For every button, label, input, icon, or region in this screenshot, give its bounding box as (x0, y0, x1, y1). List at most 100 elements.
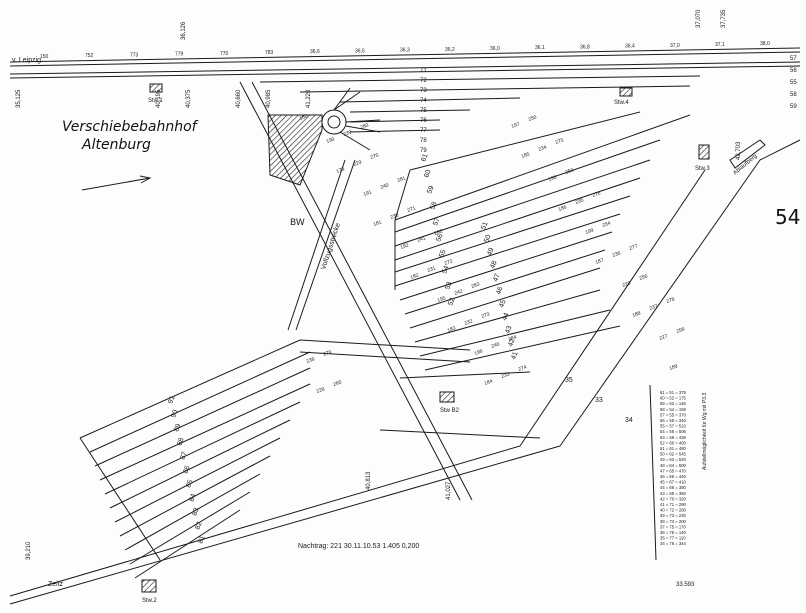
switch-number: 256 (639, 273, 649, 282)
switch-number: 197 (511, 121, 521, 130)
switch-number: 276 (592, 190, 602, 199)
title-line-2: Altenburg (82, 137, 151, 153)
switch-number: 279 (323, 349, 333, 358)
hump-shape (729, 139, 766, 169)
mid-track-number: 34 (625, 417, 633, 424)
km-marker: 42,703 (736, 141, 742, 160)
switch-number: 186 (558, 204, 568, 213)
switch-number: 241 (417, 235, 427, 244)
mainline-mark: 36,6 (310, 49, 320, 55)
km-marker: 41,220 (306, 89, 312, 108)
legend-row: 41 = 71 = 290 (660, 502, 687, 507)
crossing-line-b (251, 81, 473, 501)
station-track-number: 77 (420, 128, 427, 134)
legend-row: 49 = 63 = 520 (660, 457, 687, 462)
switch-number: 272 (444, 258, 454, 267)
right-track-number: 55 (790, 80, 797, 86)
yard-track-number: 60 (423, 169, 432, 179)
turntable (267, 87, 381, 186)
station-track-number: 75 (420, 108, 427, 114)
mainline-mark: 779 (175, 52, 184, 58)
legend-row: 42 = 70 = 320 (660, 496, 687, 501)
km-marker: 40,195 (156, 89, 162, 108)
switch-number: 232 (464, 318, 474, 327)
switch-number: 228 (316, 386, 326, 395)
switch-number: 258 (676, 326, 686, 335)
switch-number: 230 (390, 212, 400, 221)
upper-yard-fan (394, 111, 691, 371)
switch-number: 235 (575, 197, 585, 206)
yard-track-number: 41 (510, 351, 519, 361)
switch-number: 184 (484, 378, 494, 387)
main-line-upper-2 (9, 51, 801, 67)
page-number: 54 (775, 205, 801, 229)
yard-track-number: 61 (420, 153, 429, 163)
station-track-number: 72 (420, 78, 427, 84)
main-line-upper (9, 47, 801, 63)
legend-row: 44 = 68 = 380 (660, 485, 687, 490)
legend-row: 50 = 62 = 545 (660, 452, 687, 457)
bw-label: BW (290, 218, 305, 228)
switch-number: 277 (629, 243, 639, 252)
switch-number: 237 (649, 303, 659, 312)
leipzig-label: v. Leipzig (12, 57, 41, 64)
yard-track-number: 46 (495, 286, 504, 296)
switch-number: 189 (669, 363, 679, 372)
mainline-mark: 36,0 (490, 46, 500, 52)
yard-track-number: 56 (435, 233, 444, 243)
switch-number: 183 (447, 325, 457, 334)
yard-track-number: 54 (441, 265, 450, 275)
switch-number: 233 (501, 371, 511, 380)
stw2-box (141, 579, 157, 593)
switch-number: 180 (299, 113, 309, 122)
km-marker: 40,985 (266, 89, 272, 108)
switch-number: 260 (333, 379, 343, 388)
title-line-1: Verschiebebahnhof (62, 119, 197, 135)
yard-track-number: 49 (486, 247, 495, 257)
legend-row: 58 = 54 = 158 (660, 407, 687, 412)
station-track-number: 76 (420, 118, 427, 124)
legend-row: 43 = 69 = 350 (660, 491, 687, 496)
mainline-mark: 36,3 (400, 48, 410, 54)
switch-number: 226 (622, 280, 632, 289)
legend-row: 37 = 75 = 170 (660, 524, 687, 529)
mainline-mark: 770 (220, 51, 229, 57)
legend-row: 48 = 64 = 500 (660, 463, 687, 468)
legend-row: 55 = 57 = 510 (660, 424, 687, 429)
main-line-lower-2 (9, 65, 801, 79)
km-marker: 37,735 (721, 9, 727, 28)
switch-number: 283 (471, 281, 481, 290)
yard-track-number: 47 (492, 273, 501, 283)
km-marker: 39,210 (26, 541, 32, 560)
yard-track-number: 59 (426, 185, 435, 195)
legend-row: 34 = 78 = 344 (660, 541, 687, 546)
switch-number: 192 (400, 242, 410, 251)
north-arrow-icon (81, 175, 152, 191)
main-east-a (559, 159, 761, 447)
switch-number: 229 (353, 159, 363, 168)
switch-number: 185 (521, 151, 531, 160)
legend-row: 51 = 61 = 480 (660, 446, 687, 451)
lower-yard-track-number: 83 (191, 507, 200, 517)
yard-track-number: 42 (507, 338, 516, 348)
switch-number: 253 (565, 167, 575, 176)
signal-box-label: Stw.1 (148, 98, 163, 104)
switch-number: 227 (659, 333, 669, 342)
switch-number: 246 (491, 341, 501, 350)
km-marker: 40,660 (236, 89, 242, 108)
mainline-mark: 37,0 (670, 43, 680, 49)
lower-yard-track-number: 91 (167, 395, 176, 405)
switch-number: 280 (360, 122, 370, 131)
legend-row: 52 = 60 = 400 (660, 440, 687, 445)
legend-row: 53 = 59 = 436 (660, 435, 687, 440)
lower-yard-track-number: 88 (176, 437, 185, 447)
switch-number: 242 (454, 288, 464, 297)
legend-row: 47 = 65 = 470 (660, 468, 687, 473)
lower-yard (79, 339, 311, 579)
legend-row: 45 = 67 = 410 (660, 480, 687, 485)
lower-yard-track-number: 90 (170, 409, 179, 419)
legend-row: 57 = 55 = 370 (660, 412, 687, 417)
switch-number: 198 (548, 174, 558, 183)
mainline-mark: 773 (130, 52, 139, 58)
